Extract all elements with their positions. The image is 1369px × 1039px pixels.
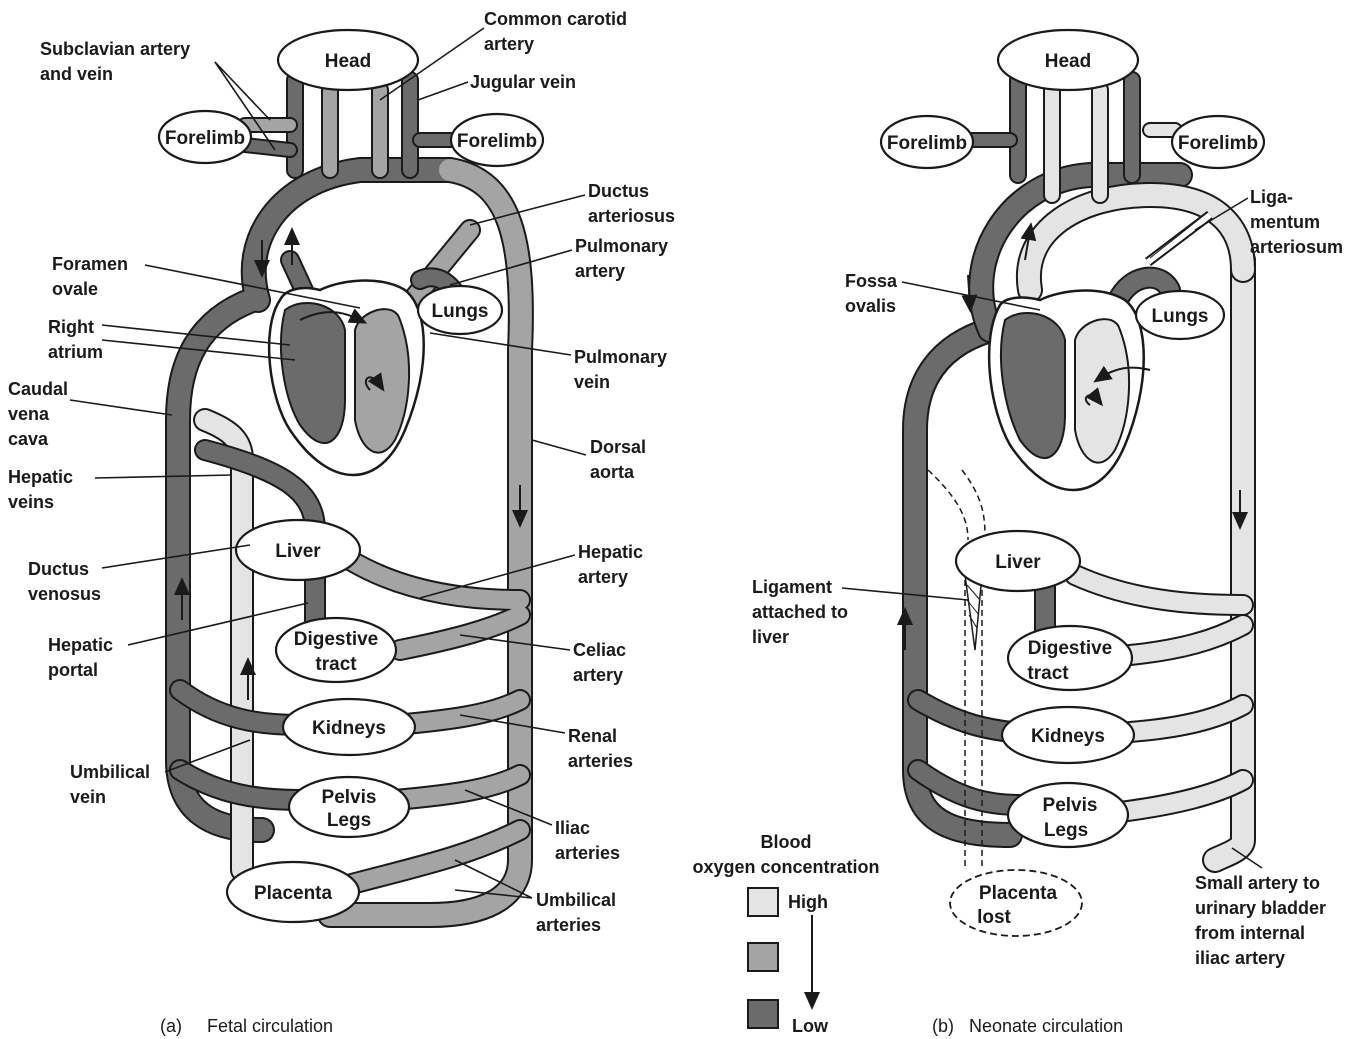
label-right-atrium-1: Right [48, 317, 94, 337]
neonate-digestive-label-2: tract [1027, 663, 1069, 684]
neonate-caption: Neonate circulation [969, 1016, 1123, 1036]
label-ductus-arteriosus-1: Ductus [588, 181, 649, 201]
label-hepatic-artery-1: Hepatic [578, 542, 643, 562]
neonate-heart [989, 291, 1150, 490]
fetal-caption-letter: (a) [160, 1016, 182, 1036]
label-hepatic-veins-2: veins [8, 492, 54, 512]
label-pulmonary-vein-1: Pulmonary [574, 347, 667, 367]
neonate-circulation-panel: Head Forelimb Forelimb Lungs Liver Diges… [752, 30, 1343, 1036]
label-small-artery-2: urinary bladder [1195, 898, 1326, 918]
label-right-atrium-2: atrium [48, 342, 103, 362]
legend-high-swatch [748, 888, 778, 916]
neonate-forelimb-right-label: Forelimb [1178, 133, 1258, 154]
label-subclavian-2: and vein [40, 64, 113, 84]
label-ligamentum-3: arteriosum [1250, 237, 1343, 257]
hepatic-veins [205, 450, 315, 530]
label-foramen-1: Foramen [52, 254, 128, 274]
fetal-circulation-panel: Head Forelimb Forelimb Lungs Liver Diges… [8, 9, 675, 1036]
label-renal-2: arteries [568, 751, 633, 771]
label-hepatic-portal-1: Hepatic [48, 635, 113, 655]
legend-medium-swatch [748, 943, 778, 971]
label-celiac-1: Celiac [573, 640, 626, 660]
neonate-kidneys-label: Kidneys [1031, 726, 1105, 747]
label-pulmonary-artery-1: Pulmonary [575, 236, 668, 256]
fetal-liver-label: Liver [275, 541, 321, 562]
legend-low-label: Low [792, 1016, 829, 1036]
label-pulmonary-artery-2: artery [575, 261, 625, 281]
fetal-pelvis-label-1: Pelvis [322, 787, 377, 808]
subclavian-vein [245, 145, 290, 150]
label-umbilical-arteries-1: Umbilical [536, 890, 616, 910]
label-caudal-2: vena [8, 404, 50, 424]
neonate-forelimb-left-label: Forelimb [887, 133, 967, 154]
label-ductus-arteriosus-2: arteriosus [588, 206, 675, 226]
fetal-pelvis-label-2: Legs [327, 810, 371, 831]
fetal-placenta-label: Placenta [254, 883, 333, 904]
neonate-head-label: Head [1045, 51, 1091, 72]
label-hepatic-artery-2: artery [578, 567, 628, 587]
label-caudal-3: cava [8, 429, 49, 449]
label-umbilical-arteries-2: arteries [536, 915, 601, 935]
label-foramen-2: ovale [52, 279, 98, 299]
label-small-artery-3: from internal [1195, 923, 1305, 943]
neonate-placenta-label-1: Placenta [979, 883, 1058, 904]
fetal-heart [269, 281, 424, 475]
label-fossa-1: Fossa [845, 271, 898, 291]
legend-title-1: Blood [761, 832, 812, 852]
label-ligament-2: attached to [752, 602, 848, 622]
fetal-digestive-label-1: Digestive [294, 629, 378, 650]
label-celiac-2: artery [573, 665, 623, 685]
label-dorsal-1: Dorsal [590, 437, 646, 457]
label-carotid-2: artery [484, 34, 534, 54]
legend-low-swatch [748, 1000, 778, 1028]
label-ligament-1: Ligament [752, 577, 832, 597]
legend-title-2: oxygen concentration [692, 857, 879, 877]
celiac-artery [400, 615, 520, 650]
neonate-lungs-label: Lungs [1152, 306, 1209, 327]
label-small-artery-1: Small artery to [1195, 873, 1320, 893]
label-iliac-2: arteries [555, 843, 620, 863]
label-ductus-venosus-1: Ductus [28, 559, 89, 579]
neonate-pelvis-label-2: Legs [1044, 820, 1088, 841]
neonate-liver-label: Liver [995, 552, 1041, 573]
label-caudal-1: Caudal [8, 379, 68, 399]
fetal-digestive-label-2: tract [315, 654, 357, 675]
label-umbilical-vein-2: vein [70, 787, 106, 807]
label-fossa-2: ovalis [845, 296, 896, 316]
fetal-head-label: Head [325, 51, 371, 72]
label-dorsal-2: aorta [590, 462, 635, 482]
fetal-forelimb-left-label: Forelimb [165, 128, 245, 149]
label-ligamentum-2: mentum [1250, 212, 1320, 232]
label-small-artery-4: iliac artery [1195, 948, 1285, 968]
label-hepatic-portal-2: portal [48, 660, 98, 680]
neonate-digestive-label-1: Digestive [1028, 638, 1112, 659]
fetal-kidneys-label: Kidneys [312, 718, 386, 739]
umbilical-arteries [330, 830, 520, 890]
label-renal-1: Renal [568, 726, 617, 746]
label-carotid-1: Common carotid [484, 9, 627, 29]
label-ductus-venosus-2: venosus [28, 584, 101, 604]
label-jugular: Jugular vein [470, 72, 576, 92]
fetal-forelimb-right-label: Forelimb [457, 131, 537, 152]
neonate-placenta-label-2: lost [977, 907, 1011, 928]
label-ligamentum-1: Liga- [1250, 187, 1293, 207]
oxygen-legend: Blood oxygen concentration High Low [692, 832, 879, 1036]
label-umbilical-vein-1: Umbilical [70, 762, 150, 782]
legend-high-label: High [788, 892, 828, 912]
label-pulmonary-vein-2: vein [574, 372, 610, 392]
label-ligament-3: liver [752, 627, 789, 647]
neonate-caption-letter: (b) [932, 1016, 954, 1036]
label-iliac-1: Iliac [555, 818, 590, 838]
label-hepatic-veins-1: Hepatic [8, 467, 73, 487]
label-subclavian-1: Subclavian artery [40, 39, 190, 59]
fetal-lungs-label: Lungs [432, 301, 489, 322]
neonate-pelvis-label-1: Pelvis [1043, 795, 1098, 816]
fetal-caption: Fetal circulation [207, 1016, 333, 1036]
